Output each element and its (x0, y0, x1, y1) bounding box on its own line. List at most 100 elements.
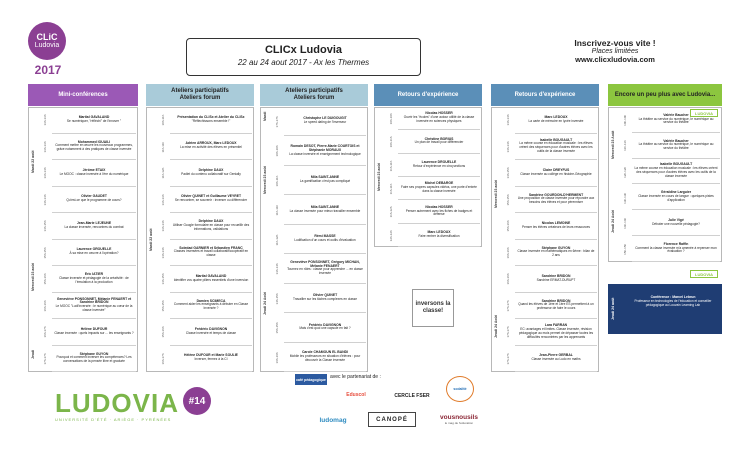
logo-line1: CLiC (36, 31, 58, 42)
day-label-mardi: Mardi 22 août (149, 228, 153, 251)
clic-ludovia-logo: CLiC Ludovia (28, 22, 66, 60)
column-title-line2: Ateliers forum (179, 95, 221, 101)
session-title: Comment la classe inversée m'a amenée à … (635, 245, 717, 254)
title-box: CLICx Ludovia 22 au 24 aout 2017 - Ax le… (186, 38, 421, 76)
partner-logo-eduscol[interactable]: Eduscol (346, 392, 366, 398)
session-title: Débuter une nouvelle pédagogie? (652, 221, 700, 226)
page-title: CLICx Ludovia (264, 44, 342, 56)
partner-logo-vousnousils[interactable]: vousnousils le mag de l'éducation (428, 411, 490, 427)
session-title: Une proposition de classe inversée pour … (517, 196, 595, 205)
time-slot: 15h-15h (161, 300, 165, 312)
session-title: La mise en activité des élèves en présen… (180, 145, 242, 150)
time-slot: 11h-12h (389, 206, 393, 218)
partner-logo-ludomag[interactable]: ludomag (319, 417, 347, 424)
partner-logo-sodalite[interactable]: sodalité (446, 376, 474, 402)
column-title-line1: Ateliers participatifs (285, 88, 343, 94)
partner-logo-cercle-fser[interactable]: CERCLE FSER (394, 393, 430, 399)
session-title: La gamification c'est pas compliqué (299, 179, 351, 184)
day-label-mardi: Mardi 22 août (31, 150, 35, 174)
ludovia-logo: LUDOVIA UNIVERSITÉ D'ÉTÉ · ARIÈGE · PYRÉ… (55, 388, 179, 422)
conference-speaker: Conférence : Marcel Lebrun (650, 295, 696, 299)
session-title: Identifier vos quatre piliers essentiels… (173, 277, 249, 282)
session-speaker: Valérie Baucher (663, 138, 689, 143)
session-title: Classe inversée et temps de classe (185, 330, 237, 335)
partner-logo-canope[interactable]: CANOPÉ (368, 412, 416, 427)
time-slot: 13h-13h (623, 191, 627, 203)
column-title-ateliers-1: Ateliers participatifs Ateliers forum (146, 84, 254, 106)
day-label-jeudi: Jeudi 24 Août (494, 315, 498, 339)
time-slot: 15h-15h (275, 322, 279, 334)
logo-year: 2017 (34, 63, 62, 77)
signup-headline: Inscrivez-vous vite ! (574, 38, 656, 48)
session-item[interactable]: Geneviève PONSONNET, Grégory MICHAN, Mél… (284, 254, 366, 284)
session-speaker: Mila SAINT-ANNE (310, 175, 340, 180)
session-item[interactable]: Geneviève PONSONNET, Mélanie FENAERT et … (52, 293, 136, 319)
session-title: Travailler sur les tâches complexes en c… (292, 296, 357, 301)
session-speaker: Rémi MASSE (314, 234, 336, 239)
session-item[interactable]: Présentation du CLISx et Atelier du CLIS… (170, 107, 252, 134)
partner-logo-cafe-pedagogique[interactable]: café pédagogique (295, 374, 327, 385)
session-speaker: Stéphane GUYON (541, 245, 571, 250)
session-speaker: Frédéric DAVIGNON (194, 326, 228, 331)
signup-block: Inscrivez-vous vite ! Places limitées ww… (555, 38, 675, 64)
session-title: La classe inversée et enseignement techn… (289, 151, 361, 156)
session-speaker: Laurence OROUELLE (76, 247, 112, 252)
time-slot: 14h-14h (43, 194, 47, 206)
session-title: Classe inversée en mathématiques en 6ème… (517, 249, 595, 258)
session-speaker: Mohammed IOUAILI (77, 139, 111, 144)
session-speaker: Adrien ARROUX, Marc LEDOUX (185, 141, 237, 146)
column-mini-conferences: Mini-conférences Mardi 22 août Mercredi … (28, 84, 138, 372)
session-speaker: Eric IATIER (84, 272, 104, 277)
time-slot: 14h-15h (43, 220, 47, 232)
session-item[interactable]: Romain DESOT, Pierre-Marie COURTOIS et S… (284, 136, 366, 166)
signup-url-link[interactable]: www.clicxludovia.com (575, 55, 655, 64)
